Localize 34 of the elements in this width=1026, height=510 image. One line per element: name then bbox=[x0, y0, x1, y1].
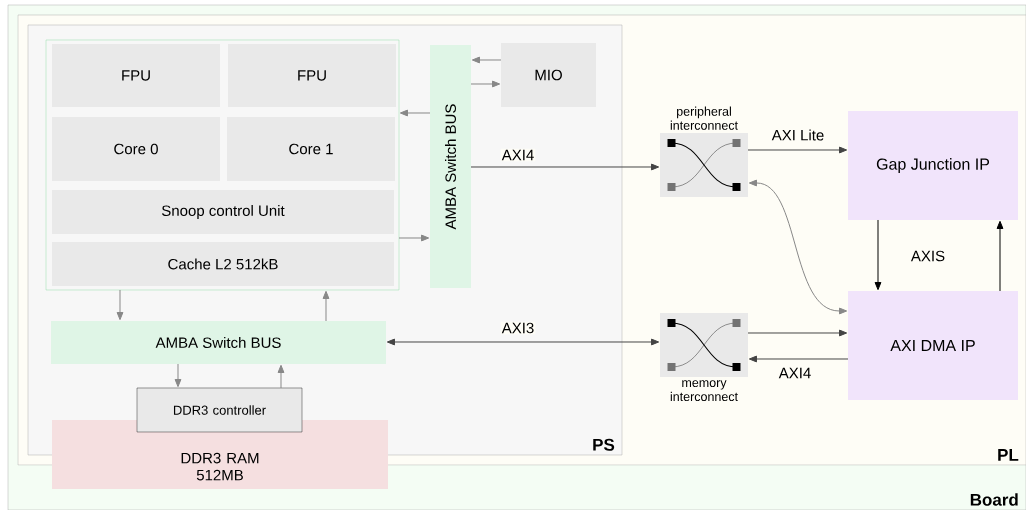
arrow bbox=[174, 363, 182, 388]
block-box: MIO bbox=[501, 43, 596, 107]
arrow bbox=[116, 289, 124, 321]
arrow bbox=[747, 329, 848, 337]
arrow bbox=[996, 220, 1004, 292]
bus-bar: AMBA Switch BUS bbox=[51, 321, 386, 364]
arrow bbox=[470, 163, 660, 171]
block-box: FPU bbox=[228, 44, 396, 107]
interconnect-box: memory interconnect bbox=[660, 313, 748, 402]
block-box: Cache L2 512kB bbox=[52, 242, 394, 286]
arrow bbox=[874, 219, 882, 291]
arrow bbox=[322, 290, 330, 322]
bus-bar: AMBA Switch BUS bbox=[430, 45, 471, 288]
arrow bbox=[399, 109, 431, 117]
node-label: memory interconnect bbox=[670, 380, 738, 402]
arrow bbox=[748, 179, 848, 315]
block-box: Core 1 bbox=[227, 117, 395, 181]
interconnect-box: peripheral interconnect bbox=[660, 106, 748, 197]
arrow bbox=[277, 364, 285, 389]
arrow bbox=[471, 56, 502, 64]
edge-label: AXI Lite bbox=[770, 128, 826, 142]
ip-block: AXI DMA IP bbox=[848, 291, 1018, 400]
arrow bbox=[747, 146, 848, 154]
arrow bbox=[398, 234, 430, 242]
arrow bbox=[470, 80, 501, 88]
cpu-cluster-box bbox=[45, 39, 400, 291]
controller-box: DDR3 controller bbox=[136, 387, 303, 433]
node-label: peripheral interconnect bbox=[670, 106, 738, 130]
arrow bbox=[748, 355, 849, 363]
arrow bbox=[386, 338, 660, 346]
block-box: Core 0 bbox=[52, 117, 220, 181]
block-box: Snoop control Unit bbox=[52, 190, 394, 234]
block-box: FPU bbox=[52, 44, 220, 107]
ip-block: Gap Junction IP bbox=[848, 111, 1018, 220]
